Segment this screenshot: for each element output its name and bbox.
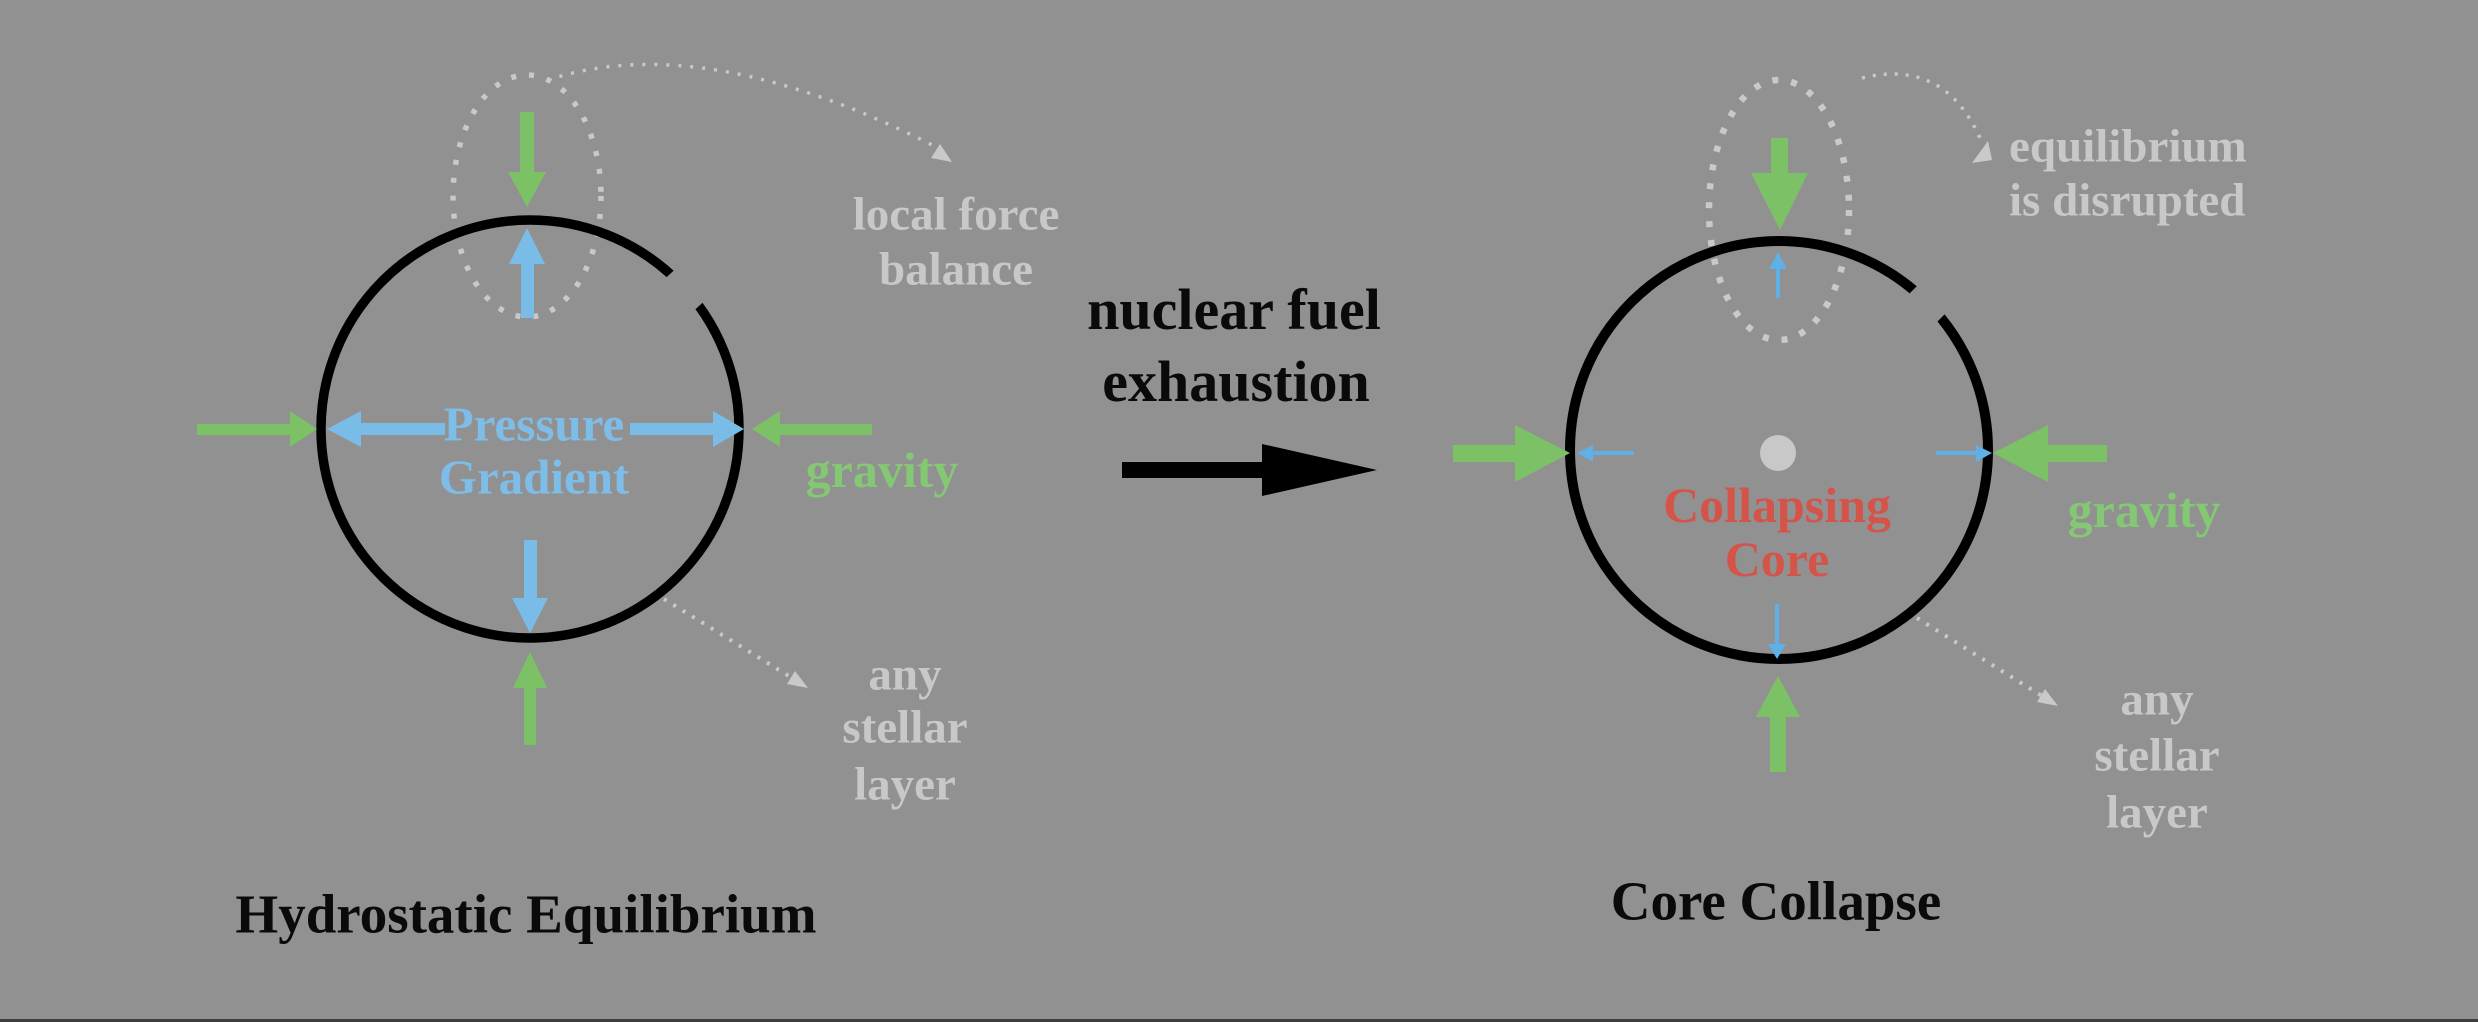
left-panel-figure [197, 62, 952, 745]
local-force-balance-label-line2: balance [878, 243, 1034, 296]
left-annotation-arc [547, 62, 943, 152]
bottom-edge-line [0, 1019, 2478, 1022]
right-west-gravity-arrow-head [1515, 425, 1570, 482]
right-top-gravity-arrow-shaft [1771, 138, 1788, 174]
right-star-circle [1565, 236, 1993, 664]
left-pressure-left-arrow-shaft [361, 423, 445, 435]
equilibrium-disrupted-label-line1: equilibrium [2009, 120, 2247, 173]
right-west-gravity-arrow-shaft [1453, 445, 1516, 462]
left-annotation-arrowhead-icon [931, 144, 952, 162]
right-bottom-gravity-arrow-head [1756, 676, 1800, 717]
pressure-gradient-label-line2: Gradient [438, 449, 630, 505]
right-star-circle-gap [1908, 285, 1946, 323]
right-bottom-gravity-arrow-shaft [1770, 717, 1786, 772]
right-panel-title: Core Collapse [1610, 870, 1942, 932]
left-layer-pointer-line [662, 597, 794, 680]
right-any-stellar-layer-label-line2: stellar [2094, 729, 2220, 782]
right-top-pressure-arrow-shaft [1776, 269, 1780, 298]
left-dotted-layer-ellipse [450, 72, 604, 320]
right-panel-figure [1453, 72, 2107, 772]
pressure-gradient-label-line1: Pressure [443, 396, 625, 452]
right-layer-pointer-line [1915, 616, 2044, 698]
left-west-gravity-arrow-head [290, 411, 317, 447]
right-pressure-left-arrow-head [1577, 445, 1593, 462]
transition-caption-line2: exhaustion [1102, 349, 1370, 414]
left-top-pressure-arrow-shaft [521, 264, 534, 318]
left-east-gravity-arrow-head [752, 411, 780, 447]
left-top-gravity-arrow-shaft [520, 112, 534, 173]
right-east-gravity-arrow-head [1993, 425, 2048, 482]
right-east-gravity-arrow-shaft [2048, 445, 2107, 462]
right-top-gravity-arrow-head [1751, 173, 1808, 230]
left-east-gravity-arrow-shaft [780, 424, 872, 435]
right-top-pressure-arrow-head [1769, 252, 1787, 269]
left-pressure-right-arrow-head [713, 411, 744, 447]
equilibrium-disrupted-label-line2: is disrupted [2009, 174, 2246, 227]
right-any-stellar-layer-label-line3: layer [2106, 786, 2208, 839]
local-force-balance-label-line1: local force [852, 188, 1060, 241]
left-layer-pointer-arrowhead-icon [787, 671, 808, 688]
left-star-circle-gap [665, 269, 704, 311]
left-bottom-pressure-arrow-shaft [524, 540, 537, 598]
transition-arrow-head [1262, 444, 1377, 496]
left-any-stellar-layer-label-line1: any [868, 648, 942, 701]
transition-caption-line1: nuclear fuel [1087, 277, 1381, 342]
right-gravity-label: gravity [2067, 482, 2221, 538]
right-pressure-right-arrow-head [1976, 445, 1992, 462]
transition-arrow-shaft [1122, 462, 1262, 478]
left-pressure-left-arrow-head [327, 411, 361, 447]
right-dotted-layer-ellipse [1705, 76, 1853, 344]
left-west-gravity-arrow-shaft [197, 424, 291, 435]
left-any-stellar-layer-label-line3: layer [854, 758, 956, 811]
left-any-stellar-layer-label-line2: stellar [842, 701, 968, 754]
left-top-pressure-arrow-head [509, 228, 545, 264]
collapsing-core-label-line1: Collapsing [1663, 477, 1891, 533]
right-any-stellar-layer-label-line1: any [2120, 673, 2194, 726]
right-pressure-left-arrow-shaft [1593, 451, 1634, 455]
left-top-gravity-arrow-head [508, 172, 546, 207]
left-pressure-right-arrow-shaft [630, 423, 713, 435]
left-bottom-pressure-arrow-head [512, 598, 548, 633]
transition-arrow [1122, 444, 1377, 496]
right-annotation-arc [1861, 72, 1982, 139]
left-gravity-label: gravity [805, 442, 959, 498]
right-annotation-arrowhead-icon [1972, 141, 1992, 163]
left-panel-title: Hydrostatic Equilibrium [235, 883, 817, 945]
core-dot [1760, 435, 1796, 471]
collapsing-core-label-line2: Core [1724, 531, 1830, 587]
left-bottom-gravity-arrow-shaft [524, 688, 536, 745]
right-bottom-pressure-arrow-head [1768, 644, 1786, 659]
right-bottom-pressure-arrow-shaft [1775, 604, 1779, 644]
right-pressure-right-arrow-shaft [1936, 451, 1977, 455]
right-layer-pointer-arrowhead-icon [2037, 689, 2058, 706]
left-bottom-gravity-arrow-head [513, 652, 547, 688]
